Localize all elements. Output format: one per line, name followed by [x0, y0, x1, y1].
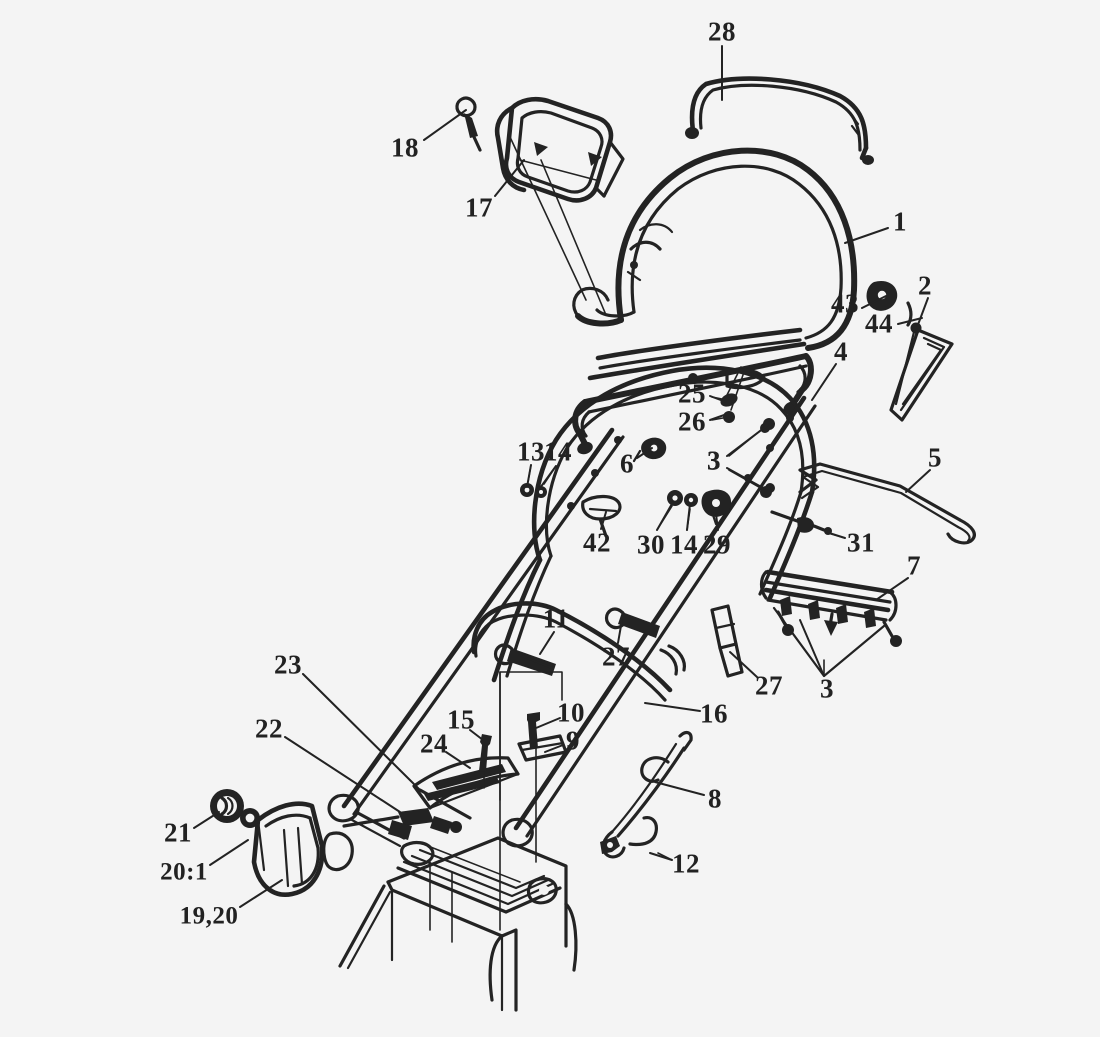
leader-line-31 [825, 531, 846, 539]
callout-label-16: 16 [700, 698, 728, 729]
callout-label-22: 22 [255, 713, 283, 744]
leader-line-10 [535, 717, 561, 729]
callout-leader-lines [193, 45, 931, 908]
leader-line-3 [726, 424, 769, 457]
callout-label-3c: 3 [820, 673, 834, 704]
callout-label-21: 21 [164, 817, 192, 848]
callout-label-15: 15 [447, 704, 475, 735]
part-20-bushing [240, 808, 260, 828]
leader-line-42 [600, 511, 607, 530]
callout-label-20:1: 20:1 [160, 858, 208, 886]
fastener-group-bolts [493, 604, 744, 801]
part-24-pad [412, 756, 520, 810]
leader-line-21 [193, 811, 220, 829]
leader-line-9 [544, 744, 564, 753]
leader-line-16 [644, 702, 701, 712]
leader-line-11 [539, 631, 555, 655]
leader-line-13 [526, 464, 532, 488]
leader-line-6 [636, 447, 653, 459]
leader-line-4 [811, 363, 837, 401]
leader-line-25 [709, 395, 727, 403]
leader-line-27b [729, 651, 758, 678]
leader-line-5 [905, 469, 931, 493]
leader-line-20:1 [209, 839, 249, 866]
callout-label-14: 14 [544, 436, 572, 467]
leader-line-15 [469, 729, 484, 741]
callout-label-19,20: 19,20 [179, 902, 239, 930]
callout-label-13: 13 [517, 436, 545, 467]
leader-line-3c [799, 619, 825, 677]
part-28-control-bail [685, 76, 874, 165]
part-2-rail-strip [889, 328, 954, 422]
part-5-long-rod [798, 462, 976, 545]
callout-label-9: 9 [566, 725, 580, 756]
leader-line-24 [445, 751, 471, 769]
callout-label-42: 42 [583, 527, 611, 558]
leader-line-17 [494, 159, 525, 197]
callout-label-5: 5 [928, 442, 942, 473]
callout-label-31: 31 [847, 527, 875, 558]
callout-label-17: 17 [465, 192, 493, 223]
callout-label-14b: 14 [670, 529, 698, 560]
callout-label-30: 30 [637, 529, 665, 560]
part-1-upper-handle [572, 147, 858, 455]
leader-line-2 [915, 297, 929, 331]
callout-label-8: 8 [708, 783, 722, 814]
callout-label-28: 28 [708, 16, 736, 47]
part-21-cap [210, 789, 244, 823]
leader-line-7 [875, 577, 909, 601]
mower-housing [338, 671, 578, 1012]
callout-label-44: 44 [865, 308, 893, 339]
lower-frame-loop [471, 601, 673, 702]
callout-label-7: 7 [907, 550, 921, 581]
part-17-control-housing [455, 96, 625, 316]
callout-label-18: 18 [391, 132, 419, 163]
leader-line-43 [861, 295, 887, 309]
leader-line-26 [709, 413, 728, 421]
leader-line-22 [284, 736, 401, 813]
callout-label-27: 27 [602, 641, 630, 672]
leader-line-19,20 [239, 879, 283, 908]
part-7-mount-bracket [759, 569, 902, 678]
leader-line-1 [844, 227, 889, 244]
callout-label-1: 1 [893, 206, 907, 237]
leader-line-14 [539, 465, 557, 489]
callout-label-27b: 27 [755, 670, 783, 701]
callout-label-11: 11 [542, 603, 570, 634]
callout-label-12: 12 [672, 848, 700, 879]
callout-label-3b: 3 [707, 445, 721, 476]
callout-label-43: 43 [831, 288, 859, 319]
callout-label-25: 25 [678, 378, 706, 409]
leader-line-27 [617, 619, 623, 644]
leader-line-18 [423, 109, 467, 141]
callout-label-6: 6 [620, 448, 634, 479]
leader-line-30 [656, 501, 674, 531]
callout-label-23: 23 [274, 649, 302, 680]
callout-label-29: 29 [703, 529, 731, 560]
leader-line-23 [302, 673, 421, 791]
part-15-screw [479, 734, 492, 789]
callout-label-24: 24 [420, 728, 448, 759]
callout-label-26: 26 [678, 406, 706, 437]
callout-label-3: 3 [707, 445, 721, 476]
mid-hardware-group [520, 418, 846, 539]
leader-line-14b [686, 503, 691, 531]
callout-label-2: 2 [918, 270, 932, 301]
leader-line-12 [649, 852, 673, 861]
callout-label-10: 10 [557, 697, 585, 728]
part-19-20-housing [251, 801, 354, 897]
leader-line-3b [726, 467, 766, 490]
leader-line-8 [654, 781, 705, 796]
leader-line-44 [897, 317, 923, 325]
callout-label-4: 4 [834, 336, 848, 367]
leader-line-29 [715, 513, 719, 531]
